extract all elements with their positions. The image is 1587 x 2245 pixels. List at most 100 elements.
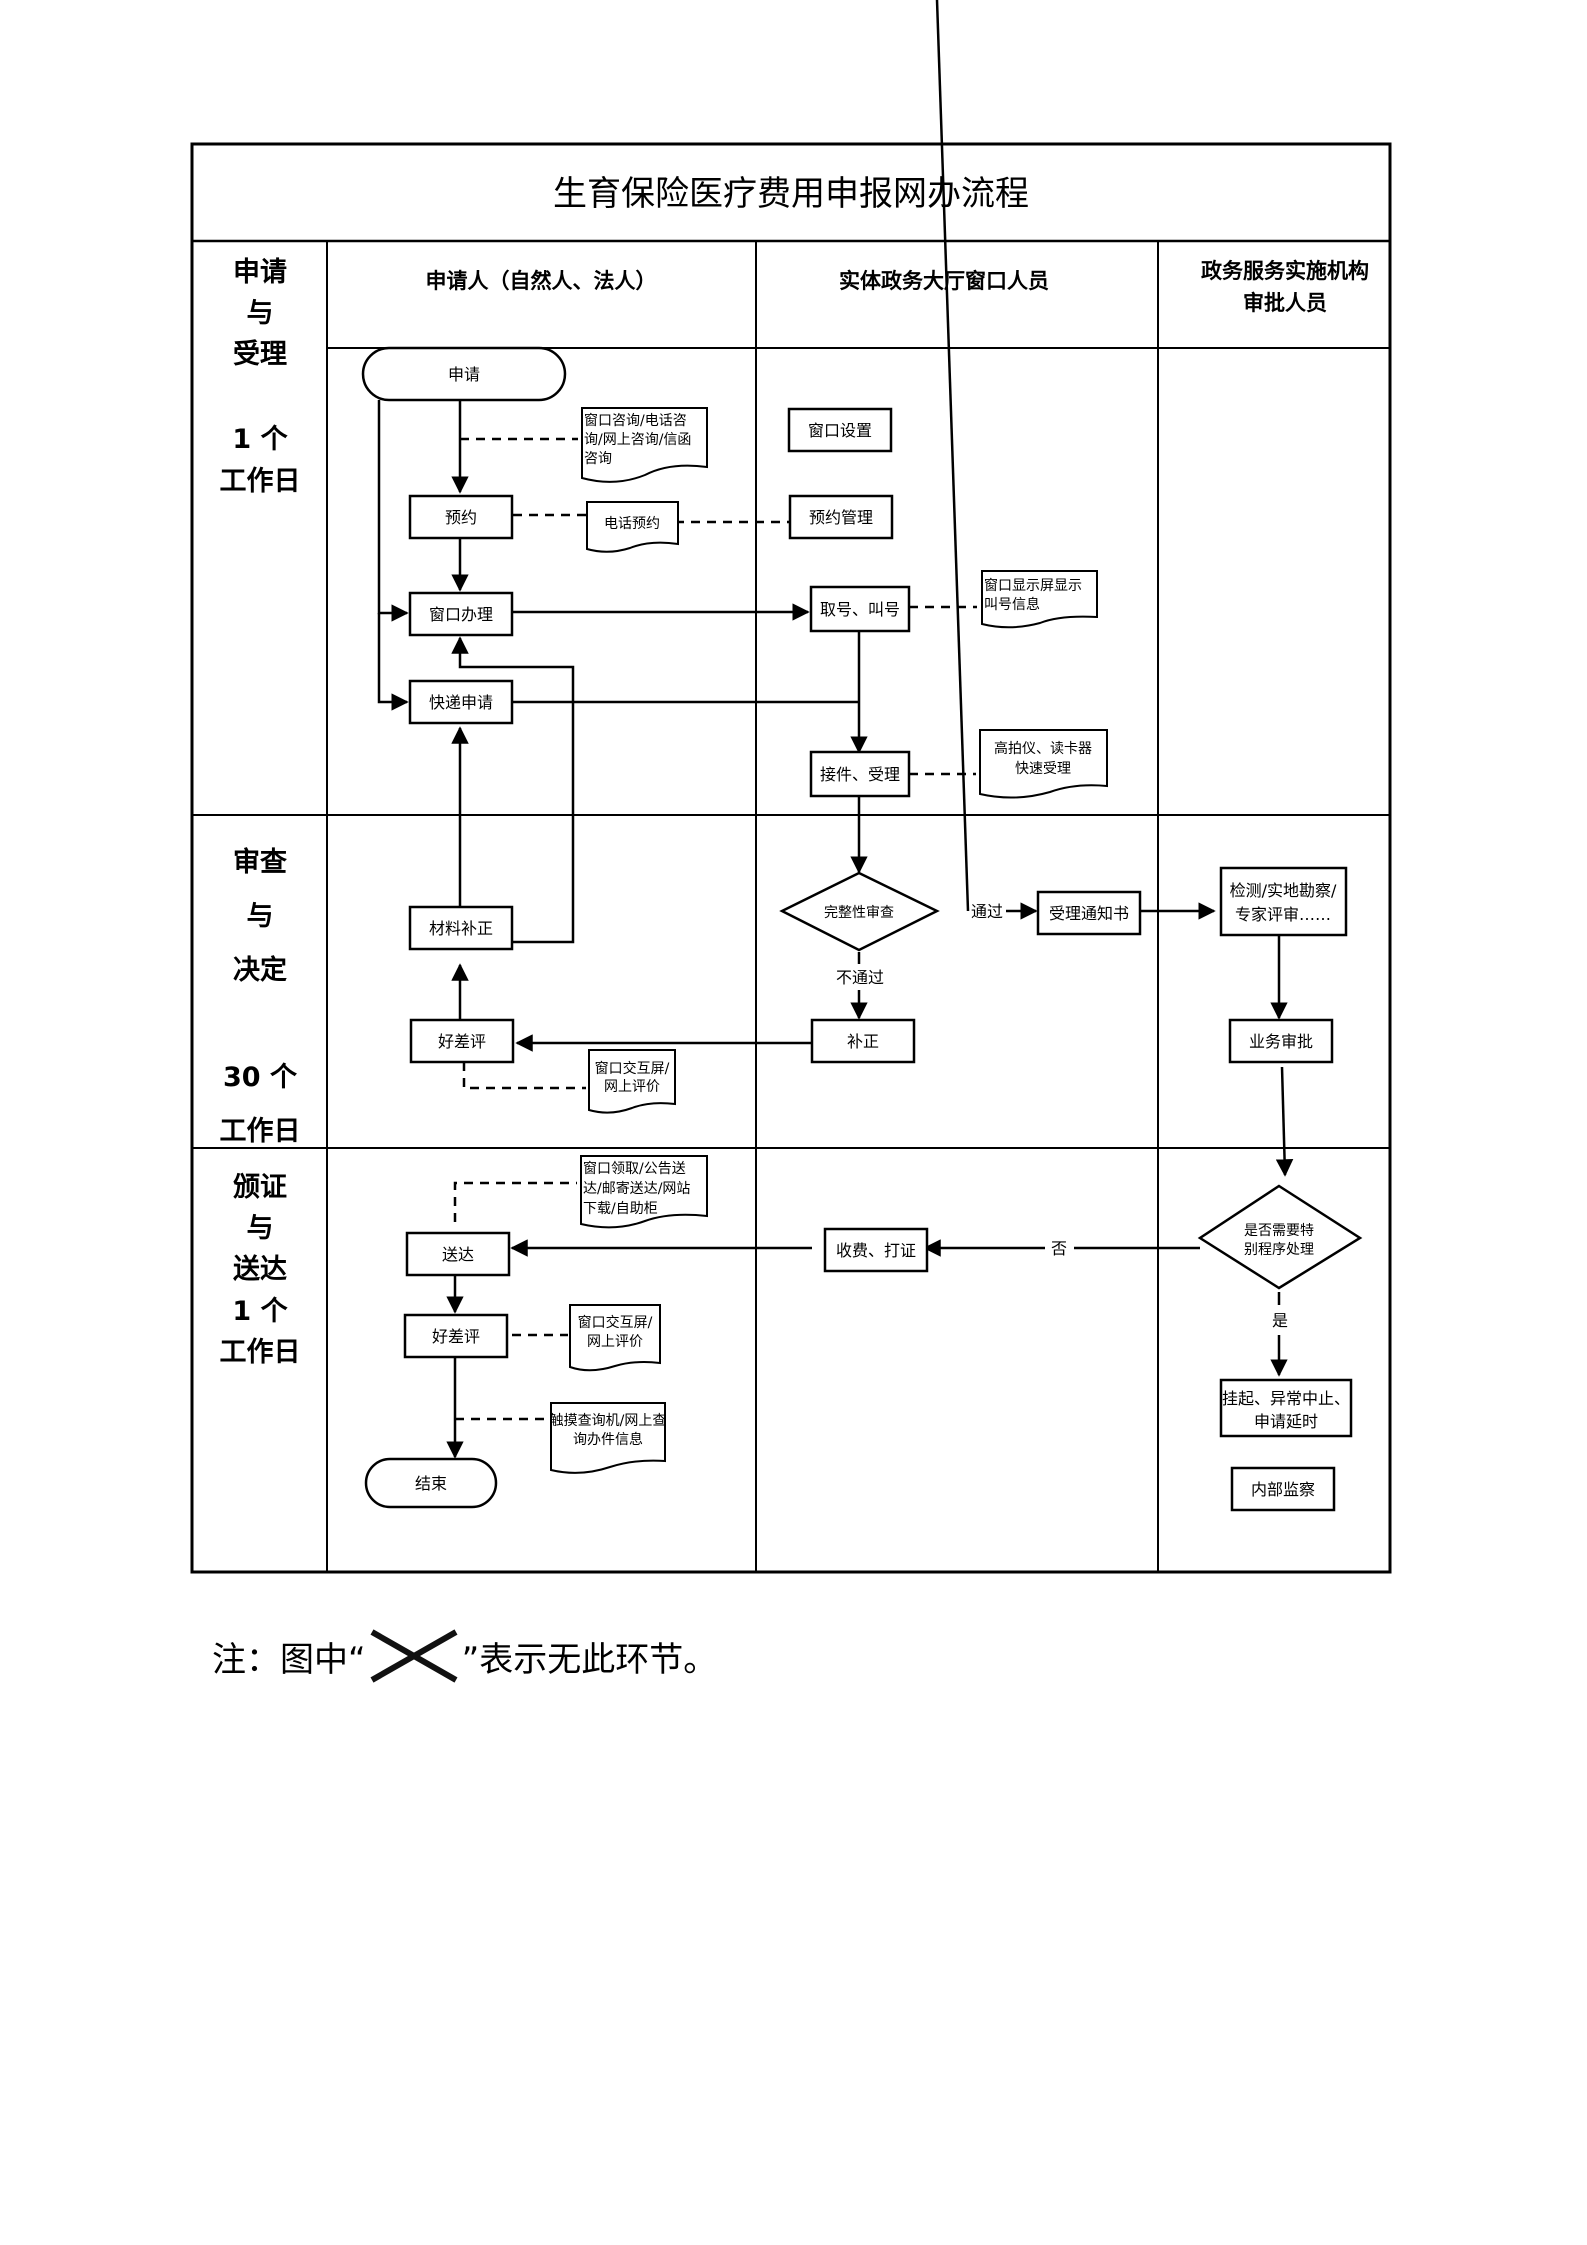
node-express-apply-label: 快递申请 xyxy=(429,693,493,712)
doc-scanner: 高拍仪、读卡器 快速受理 xyxy=(979,729,1108,799)
node-supplement-material[interactable]: 材料补正 xyxy=(408,905,514,951)
node-special-check[interactable]: 是否需要特 别程序处理 xyxy=(1197,1184,1363,1290)
stage-1-line-6: 工作日 xyxy=(220,466,301,497)
doc-rating-1-line-2: 网上评价 xyxy=(604,1079,660,1095)
lane-header-approver-line2: 审批人员 xyxy=(1243,291,1327,315)
doc-rating-1-line-1: 窗口交互屏/ xyxy=(595,1060,670,1077)
node-special-check-line-1: 是否需要特 xyxy=(1244,1223,1314,1239)
node-suspend-line-2: 申请延时 xyxy=(1254,1412,1318,1431)
node-rate-1[interactable]: 好差评 xyxy=(409,1018,515,1064)
edge-label-no: 否 xyxy=(1051,1239,1067,1258)
doc-query-line-1: 触摸查询机/网上查 xyxy=(550,1413,667,1429)
stage-label-apply: 申请 与 受理 1 个 工作日 xyxy=(220,257,301,497)
node-take-number[interactable]: 取号、叫号 xyxy=(809,585,911,633)
node-rate-1-label: 好差评 xyxy=(438,1032,486,1051)
node-rate-2[interactable]: 好差评 xyxy=(403,1313,509,1359)
node-internal-supervision-label: 内部监察 xyxy=(1251,1480,1315,1499)
connectors xyxy=(377,0,1294,1459)
dashed-associations xyxy=(453,437,977,1421)
node-completeness-check-label: 完整性审查 xyxy=(824,905,894,921)
node-inspection[interactable]: 检测/实地勘察/ 专家评审…… xyxy=(1219,866,1348,937)
doc-screen-display: 窗口显示屏显示 叫号信息 xyxy=(981,570,1098,629)
node-charge-print[interactable]: 收费、打证 xyxy=(823,1227,929,1273)
doc-phone-reserve-label: 电话预约 xyxy=(604,516,660,532)
doc-consult: 窗口咨询/电话咨 询/网上咨询/信函 咨询 xyxy=(581,407,708,483)
page-title: 生育保险医疗费用申报网办流程 xyxy=(553,174,1029,214)
node-reserve[interactable]: 预约 xyxy=(408,494,514,540)
node-deliver-label: 送达 xyxy=(442,1245,474,1264)
doc-phone-reserve: 电话预约 xyxy=(586,501,679,553)
doc-rating-1: 窗口交互屏/ 网上评价 xyxy=(588,1049,676,1114)
node-correction-label: 补正 xyxy=(847,1032,879,1051)
node-take-number-label: 取号、叫号 xyxy=(820,600,900,619)
stage-2-line-1: 审查 xyxy=(233,846,287,878)
doc-delivery-methods: 窗口领取/公告送 达/邮寄送达/网站 下载/自助柜 xyxy=(580,1155,708,1229)
node-suspend[interactable]: 挂起、异常中止、 申请延时 xyxy=(1219,1378,1353,1438)
node-apply-label: 申请 xyxy=(448,365,480,384)
stage-3-line-2: 与 xyxy=(247,1213,274,1244)
node-reserve-manage[interactable]: 预约管理 xyxy=(788,494,894,540)
doc-consult-line-3: 咨询 xyxy=(584,451,612,467)
doc-scanner-line-2: 快速受理 xyxy=(1015,761,1071,777)
stage-1-line-3: 受理 xyxy=(233,338,287,370)
stage-1-line-5: 1 个 xyxy=(232,424,288,455)
lane-header-applicant: 申请人（自然人、法人） xyxy=(426,269,657,293)
node-end-label: 结束 xyxy=(415,1474,447,1493)
stage-label-issue: 颁证 与 送达 1 个 工作日 xyxy=(220,1172,301,1368)
stage-3-line-3: 送达 xyxy=(233,1254,287,1285)
lane-header-approver-line1: 政务服务实施机构 xyxy=(1201,259,1369,283)
doc-query-line-2: 询办件信息 xyxy=(573,1431,643,1448)
lane-header-window-staff: 实体政务大厅窗口人员 xyxy=(839,269,1049,293)
doc-consult-line-2: 询/网上咨询/信函 xyxy=(584,432,691,448)
node-inspection-line-1: 检测/实地勘察/ xyxy=(1230,881,1337,900)
node-special-check-line-2: 别程序处理 xyxy=(1244,1242,1314,1258)
node-inspection-line-2: 专家评审…… xyxy=(1235,905,1331,924)
footnote: 注：图中“ ”表示无此环节。 xyxy=(212,1628,717,1684)
doc-delivery-methods-line-1: 窗口领取/公告送 xyxy=(583,1160,686,1177)
node-receive-accept[interactable]: 接件、受理 xyxy=(809,750,911,798)
node-charge-print-label: 收费、打证 xyxy=(836,1241,916,1260)
node-business-approval[interactable]: 业务审批 xyxy=(1228,1018,1334,1064)
stage-2-line-5: 30 个 xyxy=(223,1062,298,1093)
footnote-prefix: 注：图中“ xyxy=(212,1639,366,1680)
node-window-handle-label: 窗口办理 xyxy=(429,605,493,624)
node-internal-supervision[interactable]: 内部监察 xyxy=(1230,1466,1336,1512)
stage-label-review: 审查 与 决定 30 个 工作日 xyxy=(220,846,301,1147)
cross-mark-icon xyxy=(370,1629,458,1683)
node-apply[interactable]: 申请 xyxy=(361,346,567,402)
edge-label-fail: 不通过 xyxy=(836,968,884,987)
doc-scanner-line-1: 高拍仪、读卡器 xyxy=(994,740,1092,757)
node-completeness-check[interactable]: 完整性审查 xyxy=(779,871,940,952)
node-correction[interactable]: 补正 xyxy=(810,1018,916,1064)
node-reserve-label: 预约 xyxy=(445,508,477,527)
node-rate-2-label: 好差评 xyxy=(432,1327,480,1346)
doc-delivery-methods-line-3: 下载/自助柜 xyxy=(583,1201,658,1217)
node-business-approval-label: 业务审批 xyxy=(1249,1032,1313,1051)
node-window-setup-label: 窗口设置 xyxy=(808,421,872,440)
doc-rating-2-line-1: 窗口交互屏/ xyxy=(578,1314,653,1331)
node-window-handle[interactable]: 窗口办理 xyxy=(408,591,514,637)
node-receive-accept-label: 接件、受理 xyxy=(820,765,900,784)
stage-2-line-2: 与 xyxy=(247,901,274,932)
stage-1-line-1: 申请 xyxy=(233,257,287,288)
stage-2-line-3: 决定 xyxy=(233,954,287,986)
doc-consult-line-1: 窗口咨询/电话咨 xyxy=(584,412,687,429)
edge-label-yes: 是 xyxy=(1272,1311,1288,1330)
node-express-apply[interactable]: 快递申请 xyxy=(408,679,514,725)
doc-rating-2: 窗口交互屏/ 网上评价 xyxy=(569,1304,661,1372)
stage-2-line-6: 工作日 xyxy=(220,1116,301,1147)
node-supplement-material-label: 材料补正 xyxy=(429,919,493,938)
node-reserve-manage-label: 预约管理 xyxy=(809,508,873,527)
node-suspend-line-1: 挂起、异常中止、 xyxy=(1222,1389,1350,1408)
edge-label-pass: 通过 xyxy=(971,902,1003,921)
node-window-setup[interactable]: 窗口设置 xyxy=(787,407,893,453)
footnote-suffix: ”表示无此环节。 xyxy=(461,1639,718,1680)
doc-screen-display-line-2: 叫号信息 xyxy=(984,596,1040,613)
doc-delivery-methods-line-2: 达/邮寄送达/网站 xyxy=(583,1180,690,1197)
node-deliver[interactable]: 送达 xyxy=(405,1231,511,1277)
node-accept-notice[interactable]: 受理通知书 xyxy=(1036,890,1142,936)
stage-3-line-4: 1 个 xyxy=(232,1296,288,1327)
stage-3-line-5: 工作日 xyxy=(220,1337,301,1368)
node-end[interactable]: 结束 xyxy=(364,1457,498,1509)
